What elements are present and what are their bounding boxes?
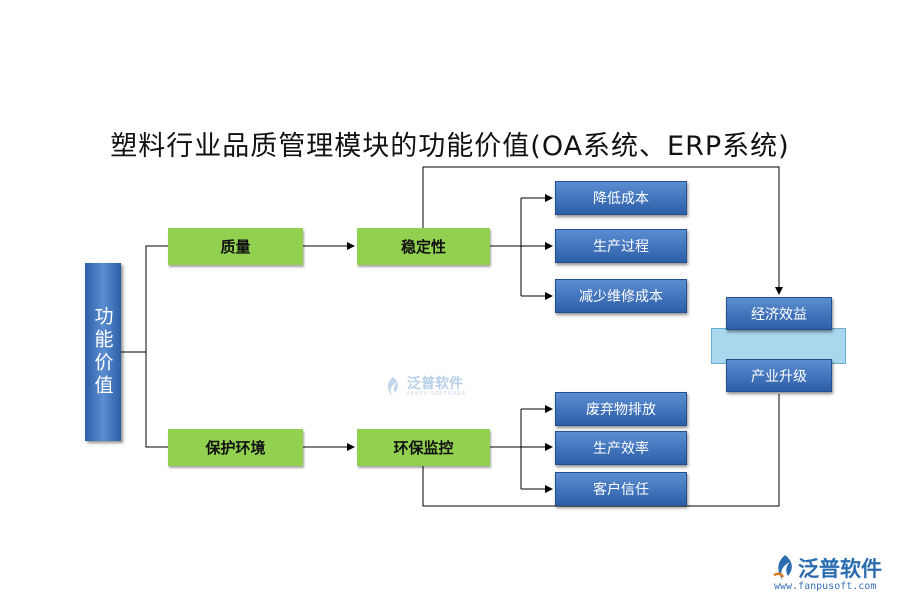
node-economic-benefit: 经济效益	[726, 297, 832, 330]
brand-logo-name: 泛普软件	[798, 557, 882, 581]
node-environment-label: 保护环境	[205, 439, 266, 457]
node-stability-label: 稳定性	[400, 238, 446, 256]
node-quality: 质量	[168, 228, 303, 265]
node-reduce-maintenance-label: 减少维修成本	[579, 289, 663, 305]
node-reduce-cost-label: 降低成本	[593, 191, 649, 207]
node-production-process: 生产过程	[555, 229, 687, 263]
line-monitor-upgrade	[422, 394, 780, 507]
root-node: 功能价值	[85, 263, 121, 441]
node-reduce-cost: 降低成本	[555, 181, 687, 215]
brand-logo: 泛普软件 www.fanpusoft.com	[768, 551, 893, 597]
node-reduce-maintenance: 减少维修成本	[555, 279, 687, 313]
node-industry-upgrade: 产业升级	[726, 359, 832, 392]
watermark-sub: FANPU SOFTWARE	[407, 391, 467, 397]
node-economic-benefit-label: 经济效益	[751, 306, 807, 323]
node-waste-emission-label: 废弃物排放	[586, 402, 656, 418]
diagram-title: 塑料行业品质管理模块的功能价值(OA系统、ERP系统)	[110, 131, 790, 162]
root-fork	[145, 245, 168, 448]
node-environment: 保护环境	[168, 429, 303, 466]
node-customer-trust-label: 客户信任	[593, 482, 649, 498]
node-env-monitor-label: 环保监控	[393, 439, 454, 457]
node-industry-upgrade-label: 产业升级	[751, 368, 807, 385]
node-production-efficiency: 生产效率	[555, 431, 687, 465]
brand-logo-url: www.fanpusoft.com	[774, 581, 877, 592]
node-env-monitor: 环保监控	[357, 429, 490, 466]
arrow-stability-benefit	[422, 166, 783, 295]
watermark: 泛普软件 FANPU SOFTWARE	[383, 376, 467, 398]
node-production-process-label: 生产过程	[593, 239, 649, 255]
watermark-logo-icon	[387, 377, 398, 397]
node-customer-trust: 客户信任	[555, 472, 687, 506]
node-stability: 稳定性	[357, 228, 490, 265]
node-production-efficiency-label: 生产效率	[593, 441, 649, 457]
node-quality-label: 质量	[220, 238, 251, 256]
watermark-name: 泛普软件	[407, 376, 463, 392]
node-waste-emission: 废弃物排放	[555, 392, 687, 426]
root-label: 功能价值	[91, 306, 114, 398]
brand-logo-icon	[773, 555, 792, 581]
